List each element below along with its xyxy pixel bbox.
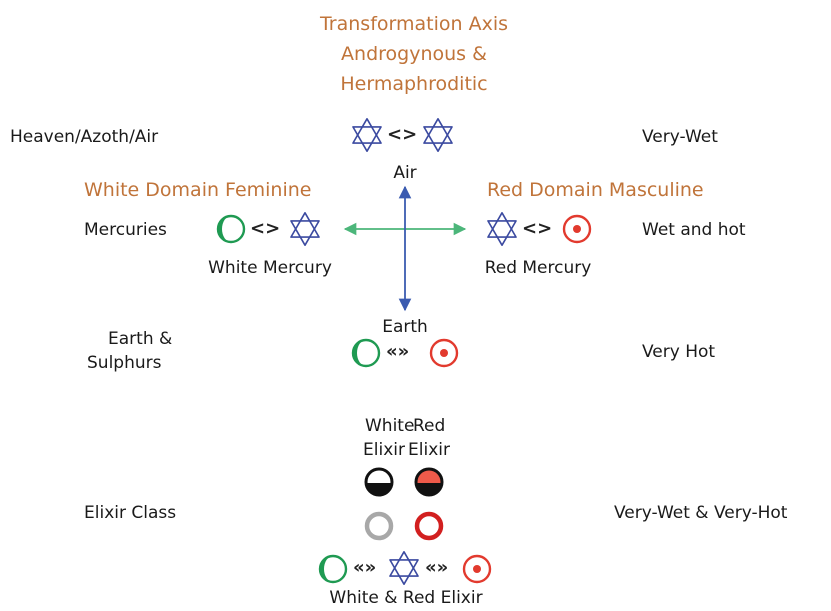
row-quality-very-wet-very-hot: Very-Wet & Very-Hot [614, 503, 788, 523]
circumpunct-sun-icon [461, 553, 493, 585]
elixir-separator-left: «» [353, 557, 377, 578]
air-separator: <> [387, 124, 418, 145]
row-label-earth: Earth & [108, 329, 173, 349]
title-line-3: Hermaphroditic [340, 73, 488, 95]
white-red-elixir-label: White & Red Elixir [329, 588, 483, 608]
hexagram-icon [287, 211, 323, 247]
red-mercury-separator: <> [522, 218, 553, 239]
row-quality-wet-hot: Wet and hot [642, 220, 746, 240]
red-domain-heading: Red Domain Masculine [487, 179, 704, 201]
circumpunct-sun-icon [561, 213, 593, 245]
white-mercury-separator: <> [250, 218, 281, 239]
white-elixir-ring-icon [364, 511, 394, 541]
crescent-moon-icon [350, 337, 382, 369]
circumpunct-sun-icon [428, 337, 460, 369]
hexagram-icon [484, 211, 520, 247]
red-elixir-bottom: Elixir [408, 440, 450, 460]
hexagram-icon [386, 550, 422, 586]
crescent-moon-icon [215, 213, 247, 245]
white-domain-heading: White Domain Feminine [84, 179, 312, 201]
red-elixir-half-circle-icon [414, 467, 444, 497]
white-elixir-top: White [365, 416, 415, 436]
white-elixir-bottom: Elixir [363, 440, 405, 460]
air-label: Air [393, 163, 417, 183]
red-elixir-top: Red [413, 416, 446, 436]
row-label-sulphurs: Sulphurs [87, 353, 162, 373]
earth-label: Earth [382, 317, 428, 337]
row-quality-very-wet: Very-Wet [642, 127, 718, 147]
crescent-moon-icon [317, 553, 349, 585]
elixir-separator-right: «» [425, 557, 449, 578]
title-line-2: Androgynous & [341, 43, 487, 65]
earth-separator: «» [386, 341, 410, 362]
white-mercury-label: White Mercury [208, 258, 332, 278]
red-elixir-ring-icon [414, 511, 444, 541]
row-quality-very-hot: Very Hot [642, 342, 716, 362]
row-label-heaven: Heaven/Azoth/Air [10, 127, 159, 147]
row-label-mercuries: Mercuries [84, 220, 167, 240]
title-line-1: Transformation Axis [319, 13, 509, 35]
row-label-elixir-class: Elixir Class [84, 503, 177, 523]
white-elixir-half-circle-icon [364, 467, 394, 497]
red-mercury-label: Red Mercury [484, 258, 592, 278]
